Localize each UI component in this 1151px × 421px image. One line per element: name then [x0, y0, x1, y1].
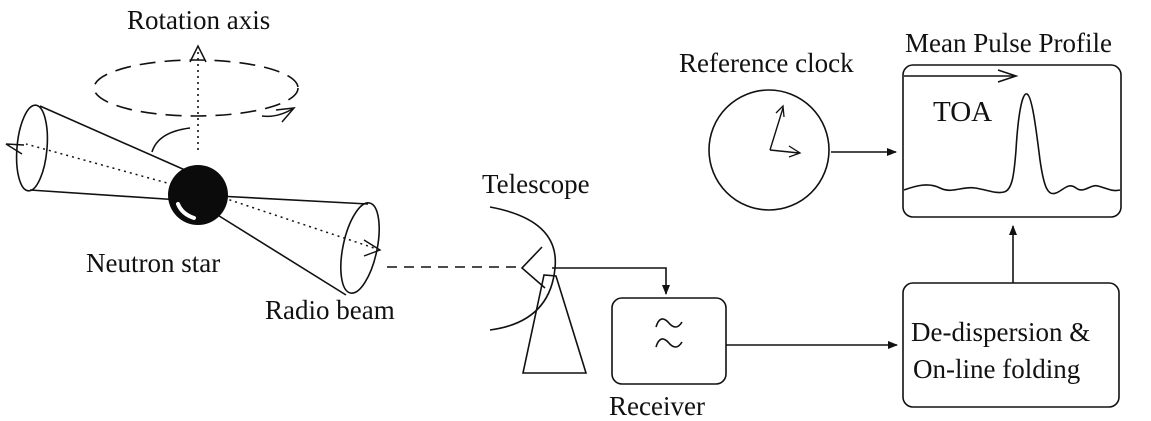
left-beam-cone — [5, 104, 186, 201]
telescope-dish — [489, 206, 588, 374]
pulse-profile-box — [902, 64, 1122, 218]
double-sine-wave-icon — [655, 318, 683, 348]
telescope-label: Telescope — [482, 169, 590, 199]
pulse-profile-curve — [903, 93, 1121, 195]
reference-clock-label: Reference clock — [679, 48, 854, 78]
rotation-axis-arrow — [189, 44, 207, 150]
reference-clock — [708, 89, 830, 211]
neutron-star-label: Neutron star — [86, 248, 221, 278]
rotation-axis-label: Rotation axis — [127, 5, 271, 35]
dedispersion-label-line1: De-dispersion & — [911, 317, 1091, 347]
receiver-label: Receiver — [609, 391, 705, 421]
radio-beam-label: Radio beam — [265, 295, 395, 325]
telescope-receiver-connector — [552, 267, 670, 295]
dedispersion-box — [902, 282, 1120, 408]
neutron-star — [168, 165, 228, 225]
clock-hands-icon — [769, 104, 802, 158]
toa-arrow — [904, 69, 1019, 83]
toa-label: TOA — [933, 96, 993, 128]
rotation-angle-arc — [151, 127, 191, 153]
dedispersion-label-line2: On-line folding — [913, 354, 1081, 384]
right-beam-cone — [215, 195, 382, 296]
rotation-ellipse — [93, 59, 299, 123]
mean-pulse-profile-label: Mean Pulse Profile — [905, 28, 1112, 58]
receiver-box — [611, 297, 727, 385]
